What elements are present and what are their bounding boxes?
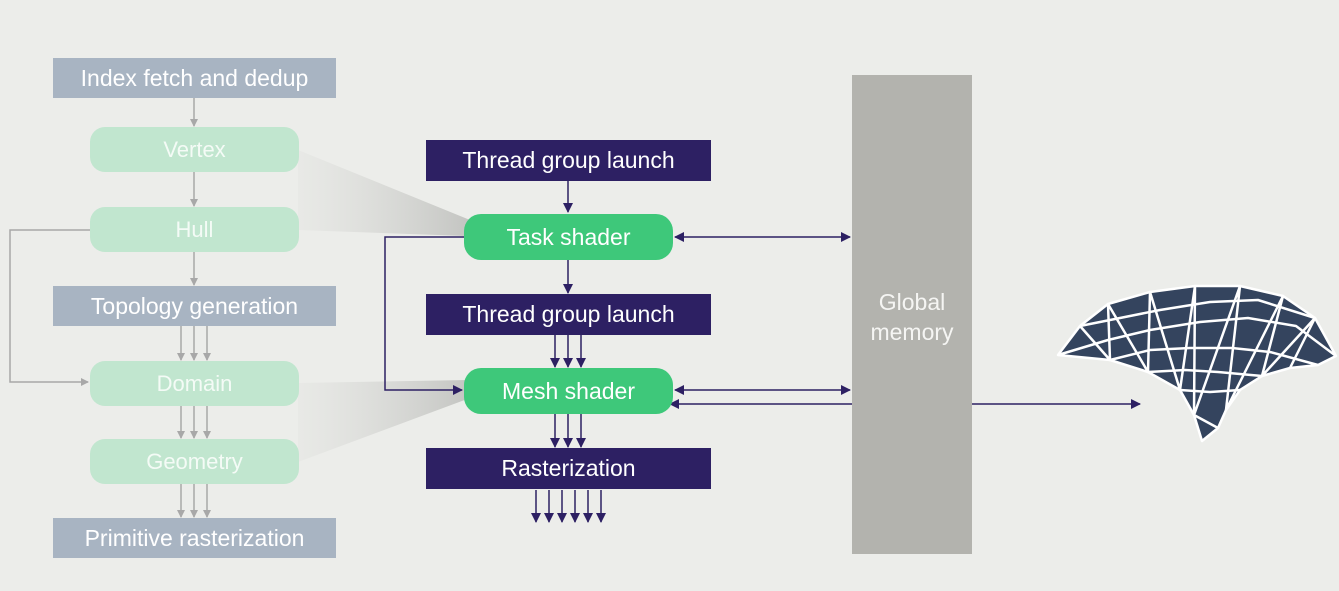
- rasterization-label: Rasterization: [501, 455, 636, 481]
- rasterization-box: Rasterization: [426, 448, 711, 489]
- geometry-label: Geometry: [146, 448, 243, 474]
- thread-group-launch-box-1: Thread group launch: [426, 140, 711, 181]
- topology-generation-box: Topology generation: [53, 286, 336, 326]
- thread-group-launch-label-1: Thread group launch: [462, 147, 675, 173]
- hull-label: Hull: [175, 216, 214, 242]
- fan-vertex-hull-to-task: [298, 150, 470, 236]
- fan-domain-geometry-to-mesh: [298, 380, 470, 462]
- global-memory-label: Global memory: [870, 289, 954, 345]
- mesh-shader-stage: Mesh shader: [464, 368, 673, 414]
- topology-label: Topology generation: [90, 292, 299, 319]
- geometry-stage: Geometry: [90, 439, 299, 484]
- index-fetch-label: Index fetch and dedup: [80, 64, 309, 91]
- thread-group-launch-label-2: Thread group launch: [462, 301, 675, 327]
- hull-stage: Hull: [90, 207, 299, 252]
- index-fetch-box: Index fetch and dedup: [53, 58, 336, 98]
- global-memory-block: Global memory: [852, 75, 972, 554]
- mesh-shader-label: Mesh shader: [502, 377, 635, 404]
- thread-group-launch-box-2: Thread group launch: [426, 294, 711, 335]
- primitive-raster-label: Primitive rasterization: [84, 524, 305, 551]
- arrow-task-bypass-mesh: [384, 236, 464, 395]
- vertex-label: Vertex: [163, 136, 226, 162]
- primitive-rasterization-box: Primitive rasterization: [53, 518, 336, 558]
- domain-stage: Domain: [90, 361, 299, 406]
- arrow-hull-bypass-domain: [9, 229, 90, 386]
- task-shader-stage: Task shader: [464, 214, 673, 260]
- task-shader-label: Task shader: [506, 223, 631, 250]
- vertex-stage: Vertex: [90, 127, 299, 172]
- domain-label: Domain: [156, 370, 233, 396]
- triangle-mesh-icon: [1056, 284, 1338, 443]
